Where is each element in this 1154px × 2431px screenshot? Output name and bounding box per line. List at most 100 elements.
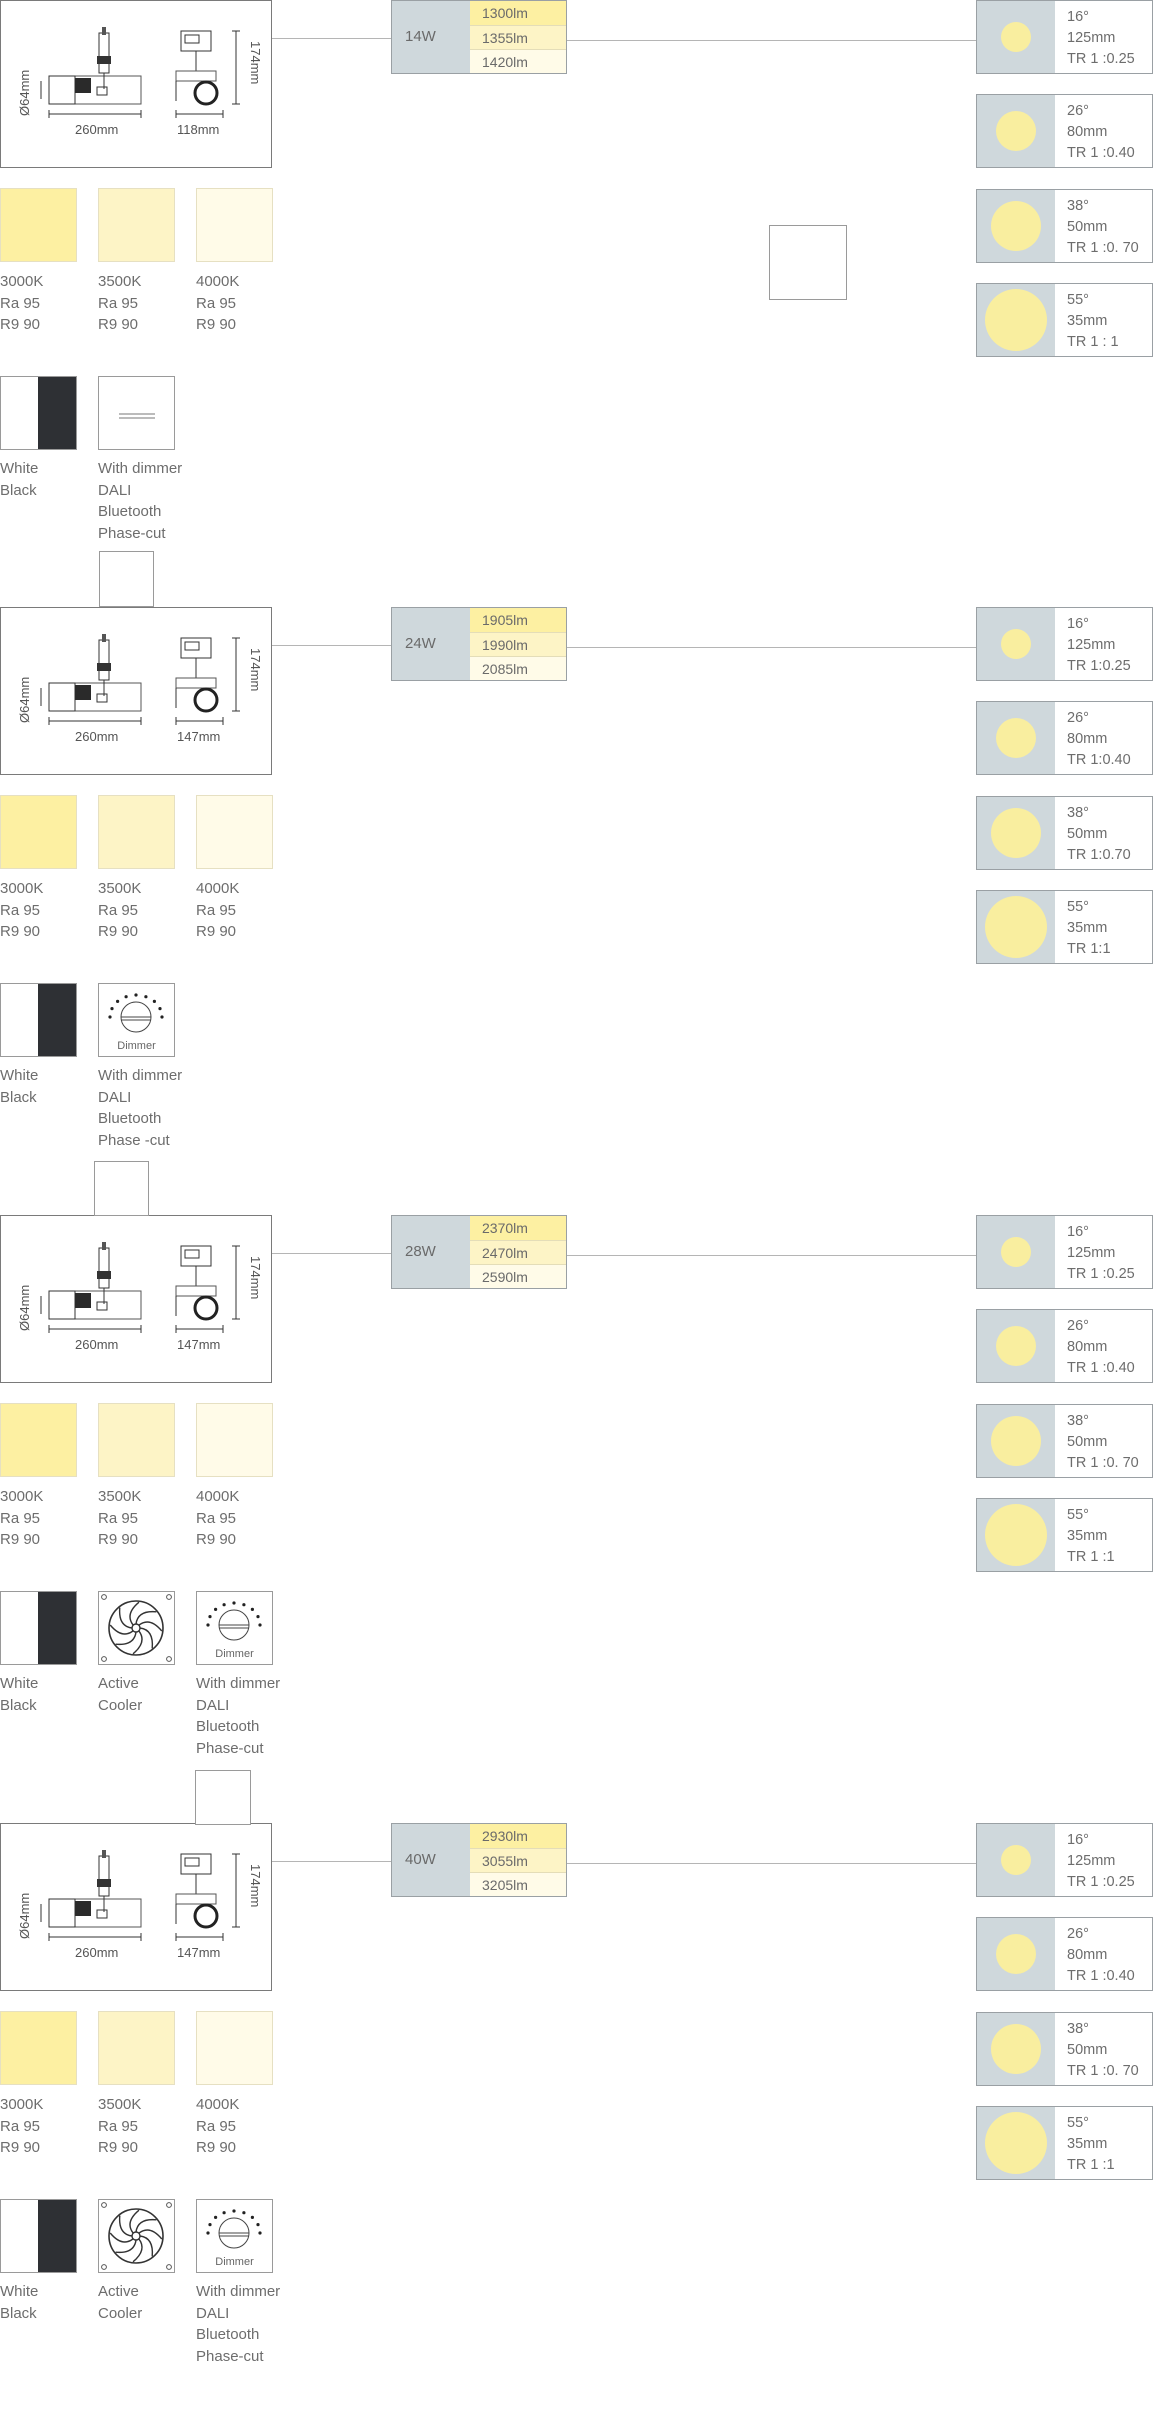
cct-swatch — [196, 188, 273, 262]
beam-spec-line: 38° — [1067, 198, 1089, 214]
finish-black-half — [38, 2200, 76, 2272]
connector-line — [272, 1253, 391, 1254]
length-label: 260mm — [75, 1337, 118, 1352]
beam-spot — [1001, 1237, 1031, 1267]
beam-preview — [977, 1405, 1055, 1477]
cct-spec-line: R9 90 — [196, 2139, 237, 2156]
beam-spec-line: TR 1 :1 — [1067, 1549, 1115, 1565]
width-label: 147mm — [177, 1337, 220, 1352]
empty-placeholder-box — [94, 1161, 149, 1216]
cct-spec-line: 4000K — [196, 880, 240, 897]
cct-swatch — [196, 795, 273, 869]
beam-spec-line: TR 1 :0.40 — [1067, 1360, 1135, 1376]
lumen-value: 2590lm — [470, 1264, 566, 1288]
width-label: 147mm — [177, 1945, 220, 1960]
lumen-value: 2085lm — [470, 656, 566, 680]
beam-spec-line: 50mm — [1067, 219, 1108, 235]
control-spec-line: With dimmer — [98, 1067, 183, 1084]
dimmer-icon-svg — [206, 1601, 262, 1641]
finish-spec-line: White — [0, 1675, 39, 1692]
wattage-label: 14W — [392, 1, 470, 73]
beam-spot — [991, 808, 1041, 858]
control-spec-line: Cooler — [98, 2304, 143, 2322]
beam-spec-line: TR 1 :0.25 — [1067, 1266, 1135, 1282]
control-spec-line: Active — [98, 1675, 139, 1692]
cct-spec-line: 3500K — [98, 2096, 142, 2113]
beam-spot — [996, 1326, 1036, 1366]
beam-spec-line: 125mm — [1067, 1245, 1116, 1261]
dimmer-icon: Dimmer — [196, 1591, 273, 1665]
beam-spec-line: 35mm — [1067, 1528, 1108, 1544]
connector-line — [567, 40, 976, 41]
beam-preview — [977, 2013, 1055, 2085]
cct-spec-line: R9 90 — [98, 2139, 139, 2156]
dimmer-icon: Dimmer — [98, 983, 175, 1057]
lumen-value: 1300lm — [470, 1, 566, 25]
beam-spec-line: TR 1 :0.40 — [1067, 145, 1135, 161]
control-icon-caption: Dimmer — [117, 1040, 156, 1052]
wattage-label: 40W — [392, 1824, 470, 1896]
cct-swatch — [98, 1403, 175, 1477]
cct-spec-line: R9 90 — [196, 1531, 237, 1548]
control-icon-caption: Dimmer — [215, 2256, 254, 2268]
beam-preview — [977, 702, 1055, 774]
cct-swatch — [196, 2011, 273, 2085]
beam-spec-line: 50mm — [1067, 2042, 1108, 2058]
beam-spot — [985, 2112, 1047, 2174]
beam-preview — [977, 2107, 1055, 2179]
finish-spec-line: Black — [0, 481, 37, 499]
connector-line — [272, 38, 391, 39]
control-spec-line: Active — [98, 2283, 139, 2300]
lumen-value: 2470lm — [470, 1240, 566, 1264]
beam-spec-line: TR 1 : 1 — [1067, 334, 1119, 350]
beam-spec-line: 26° — [1067, 1926, 1089, 1942]
beam-spot — [985, 289, 1047, 351]
wattage-label: 24W — [392, 608, 470, 680]
control-spec-line: Bluetooth — [98, 1110, 162, 1127]
cct-spec-line: 3000K — [0, 2096, 44, 2113]
cct-spec-line: Ra 95 — [196, 2117, 237, 2135]
cct-spec-line: R9 90 — [98, 1531, 139, 1548]
empty-placeholder-box — [769, 225, 847, 300]
control-spec-line: Phase-cut — [196, 1739, 264, 1757]
cct-spec-line: R9 90 — [0, 923, 41, 940]
cct-swatch — [0, 795, 77, 869]
fan-icon — [98, 1591, 175, 1665]
dimmer-lines-icon — [98, 376, 175, 450]
lumen-value: 1355lm — [470, 25, 566, 49]
lumen-value: 3055lm — [470, 1848, 566, 1872]
beam-preview — [977, 1499, 1055, 1571]
beam-spec-line: TR 1 :0. 70 — [1067, 2063, 1139, 2079]
finish-spec-line: White — [0, 460, 39, 477]
beam-spec-line: 80mm — [1067, 1339, 1108, 1355]
beam-spec-line: 80mm — [1067, 124, 1108, 140]
cct-swatch — [98, 188, 175, 262]
beam-spec-line: 50mm — [1067, 1434, 1108, 1450]
